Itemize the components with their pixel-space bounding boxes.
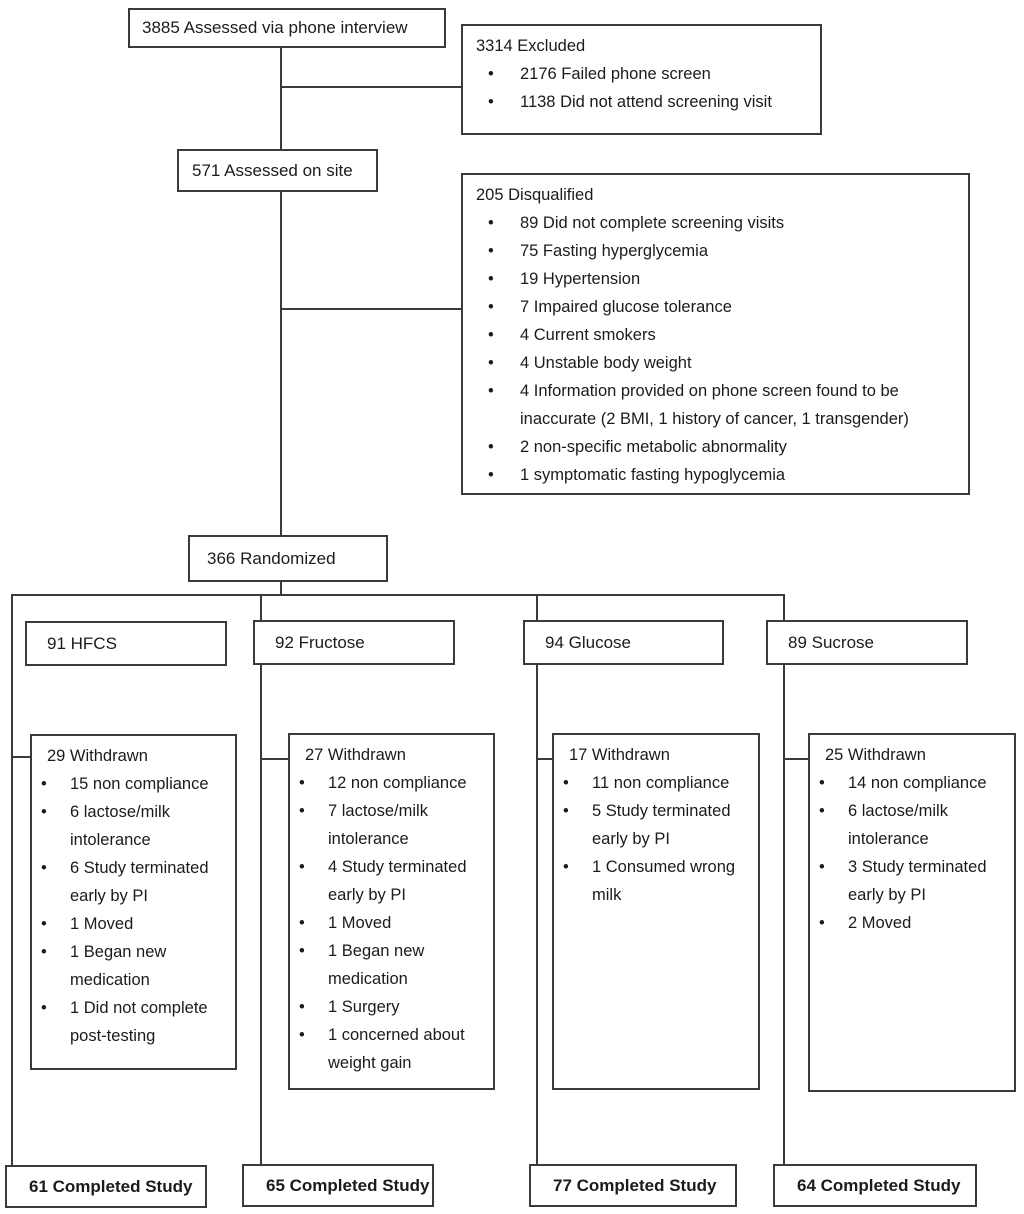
completed-label: 65 Completed Study (266, 1175, 430, 1195)
bullet-item: 11 non compliance (554, 769, 758, 797)
bullet-item: 6 lactose/milk intolerance (32, 798, 235, 854)
arm-group-label: 89 Sucrose (788, 632, 874, 652)
bullet-item: 1 Consumed wrong milk (554, 853, 758, 909)
bullet-item: 1 Began new medication (32, 938, 235, 994)
randomized-box: 366 Randomized (188, 535, 388, 582)
withdrawn-box-fructose: 27 Withdrawn 12 non compliance7 lactose/… (288, 733, 495, 1090)
bullet-item: 5 Study terminated early by PI (554, 797, 758, 853)
onsite-label: 571 Assessed on site (192, 160, 353, 180)
connector-withdrawn1-stub (11, 756, 32, 758)
excluded-box: 3314 Excluded 2176 Failed phone screen11… (461, 24, 822, 135)
connector-arm4-bottom (783, 663, 785, 1166)
bullet-item: 1 concerned about weight gain (290, 1021, 493, 1077)
connector-disqualified-stub (281, 308, 461, 310)
bullet-item: 7 lactose/milk intolerance (290, 797, 493, 853)
bullet-item: 15 non compliance (32, 770, 235, 798)
connector-spine-mid (280, 192, 282, 535)
bullet-item: 4 Unstable body weight (463, 349, 968, 377)
connector-arm2-top (260, 594, 262, 622)
bullet-item: 1138 Did not attend screening visit (463, 88, 820, 116)
bullet-item: 6 Study terminated early by PI (32, 854, 235, 910)
withdrawn-list: 14 non compliance6 lactose/milk intolera… (810, 769, 1014, 937)
disqualified-title: 205 Disqualified (476, 186, 594, 204)
completed-box-sucrose: 64 Completed Study (773, 1164, 977, 1207)
arm-group-box-sucrose: 89 Sucrose (766, 620, 968, 665)
bullet-item: 4 Current smokers (463, 321, 968, 349)
arm-group-box-glucose: 94 Glucose (523, 620, 724, 665)
bullet-item: 12 non compliance (290, 769, 493, 797)
withdrawn-list: 15 non compliance6 lactose/milk intolera… (32, 770, 235, 1050)
randomized-label: 366 Randomized (207, 548, 336, 568)
bullet-item: 3 Study terminated early by PI (810, 853, 1014, 909)
withdrawn-box-hfcs: 29 Withdrawn 15 non compliance6 lactose/… (30, 734, 237, 1070)
phone-interview-box: 3885 Assessed via phone interview (128, 8, 446, 48)
bullet-item: 19 Hypertension (463, 265, 968, 293)
bullet-item: 89 Did not complete screening visits (463, 209, 968, 237)
withdrawn-box-glucose: 17 Withdrawn 11 non compliance5 Study te… (552, 733, 760, 1090)
withdrawn-title: 25 Withdrawn (825, 746, 926, 764)
bullet-item: 6 lactose/milk intolerance (810, 797, 1014, 853)
completed-label: 64 Completed Study (797, 1175, 961, 1195)
completed-label: 61 Completed Study (29, 1176, 193, 1196)
connector-arm3-top (536, 594, 538, 622)
withdrawn-title: 17 Withdrawn (569, 746, 670, 764)
connector-spine-top (280, 48, 282, 149)
connector-withdrawn4-stub (783, 758, 810, 760)
bullet-item: 1 symptomatic fasting hypoglycemia (463, 461, 968, 489)
bullet-item: 2176 Failed phone screen (463, 60, 820, 88)
bullet-item: 7 Impaired glucose tolerance (463, 293, 968, 321)
completed-box-glucose: 77 Completed Study (529, 1164, 737, 1207)
bullet-item: 4 Study terminated early by PI (290, 853, 493, 909)
bullet-item: 4 Information provided on phone screen f… (463, 377, 968, 433)
bullet-item: 1 Did not complete post-testing (32, 994, 235, 1050)
bullet-item: 2 non-specific metabolic abnormality (463, 433, 968, 461)
connector-branch-bar (11, 594, 785, 596)
connector-arm3-bottom (536, 663, 538, 1165)
connector-arm1 (11, 594, 13, 1166)
arm-group-label: 92 Fructose (275, 632, 365, 652)
bullet-item: 2 Moved (810, 909, 1014, 937)
disqualified-list: 89 Did not complete screening visits75 F… (463, 209, 968, 489)
connector-randomized-drop (280, 582, 282, 596)
phone-interview-label: 3885 Assessed via phone interview (142, 18, 408, 37)
withdrawn-list: 11 non compliance5 Study terminated earl… (554, 769, 758, 909)
withdrawn-box-sucrose: 25 Withdrawn 14 non compliance6 lactose/… (808, 733, 1016, 1092)
completed-box-hfcs: 61 Completed Study (5, 1165, 207, 1208)
bullet-item: 75 Fasting hyperglycemia (463, 237, 968, 265)
onsite-box: 571 Assessed on site (177, 149, 378, 192)
excluded-list: 2176 Failed phone screen1138 Did not att… (463, 60, 820, 116)
arm-group-label: 91 HFCS (47, 633, 117, 653)
withdrawn-title: 29 Withdrawn (47, 747, 148, 765)
connector-arm4-top (783, 594, 785, 622)
connector-withdrawn2-stub (260, 758, 290, 760)
withdrawn-list: 12 non compliance7 lactose/milk intolera… (290, 769, 493, 1077)
bullet-item: 1 Moved (290, 909, 493, 937)
bullet-item: 1 Began new medication (290, 937, 493, 993)
completed-box-fructose: 65 Completed Study (242, 1164, 434, 1207)
connector-excluded-stub (281, 86, 461, 88)
connector-withdrawn3-stub (536, 758, 554, 760)
bullet-item: 1 Surgery (290, 993, 493, 1021)
arm-group-box-hfcs: 91 HFCS (25, 621, 227, 666)
arm-group-label: 94 Glucose (545, 632, 631, 652)
arm-group-box-fructose: 92 Fructose (253, 620, 455, 665)
disqualified-box: 205 Disqualified 89 Did not complete scr… (461, 173, 970, 495)
bullet-item: 14 non compliance (810, 769, 1014, 797)
excluded-title: 3314 Excluded (476, 37, 586, 55)
connector-arm2-bottom (260, 663, 262, 1165)
withdrawn-title: 27 Withdrawn (305, 746, 406, 764)
completed-label: 77 Completed Study (553, 1175, 717, 1195)
bullet-item: 1 Moved (32, 910, 235, 938)
